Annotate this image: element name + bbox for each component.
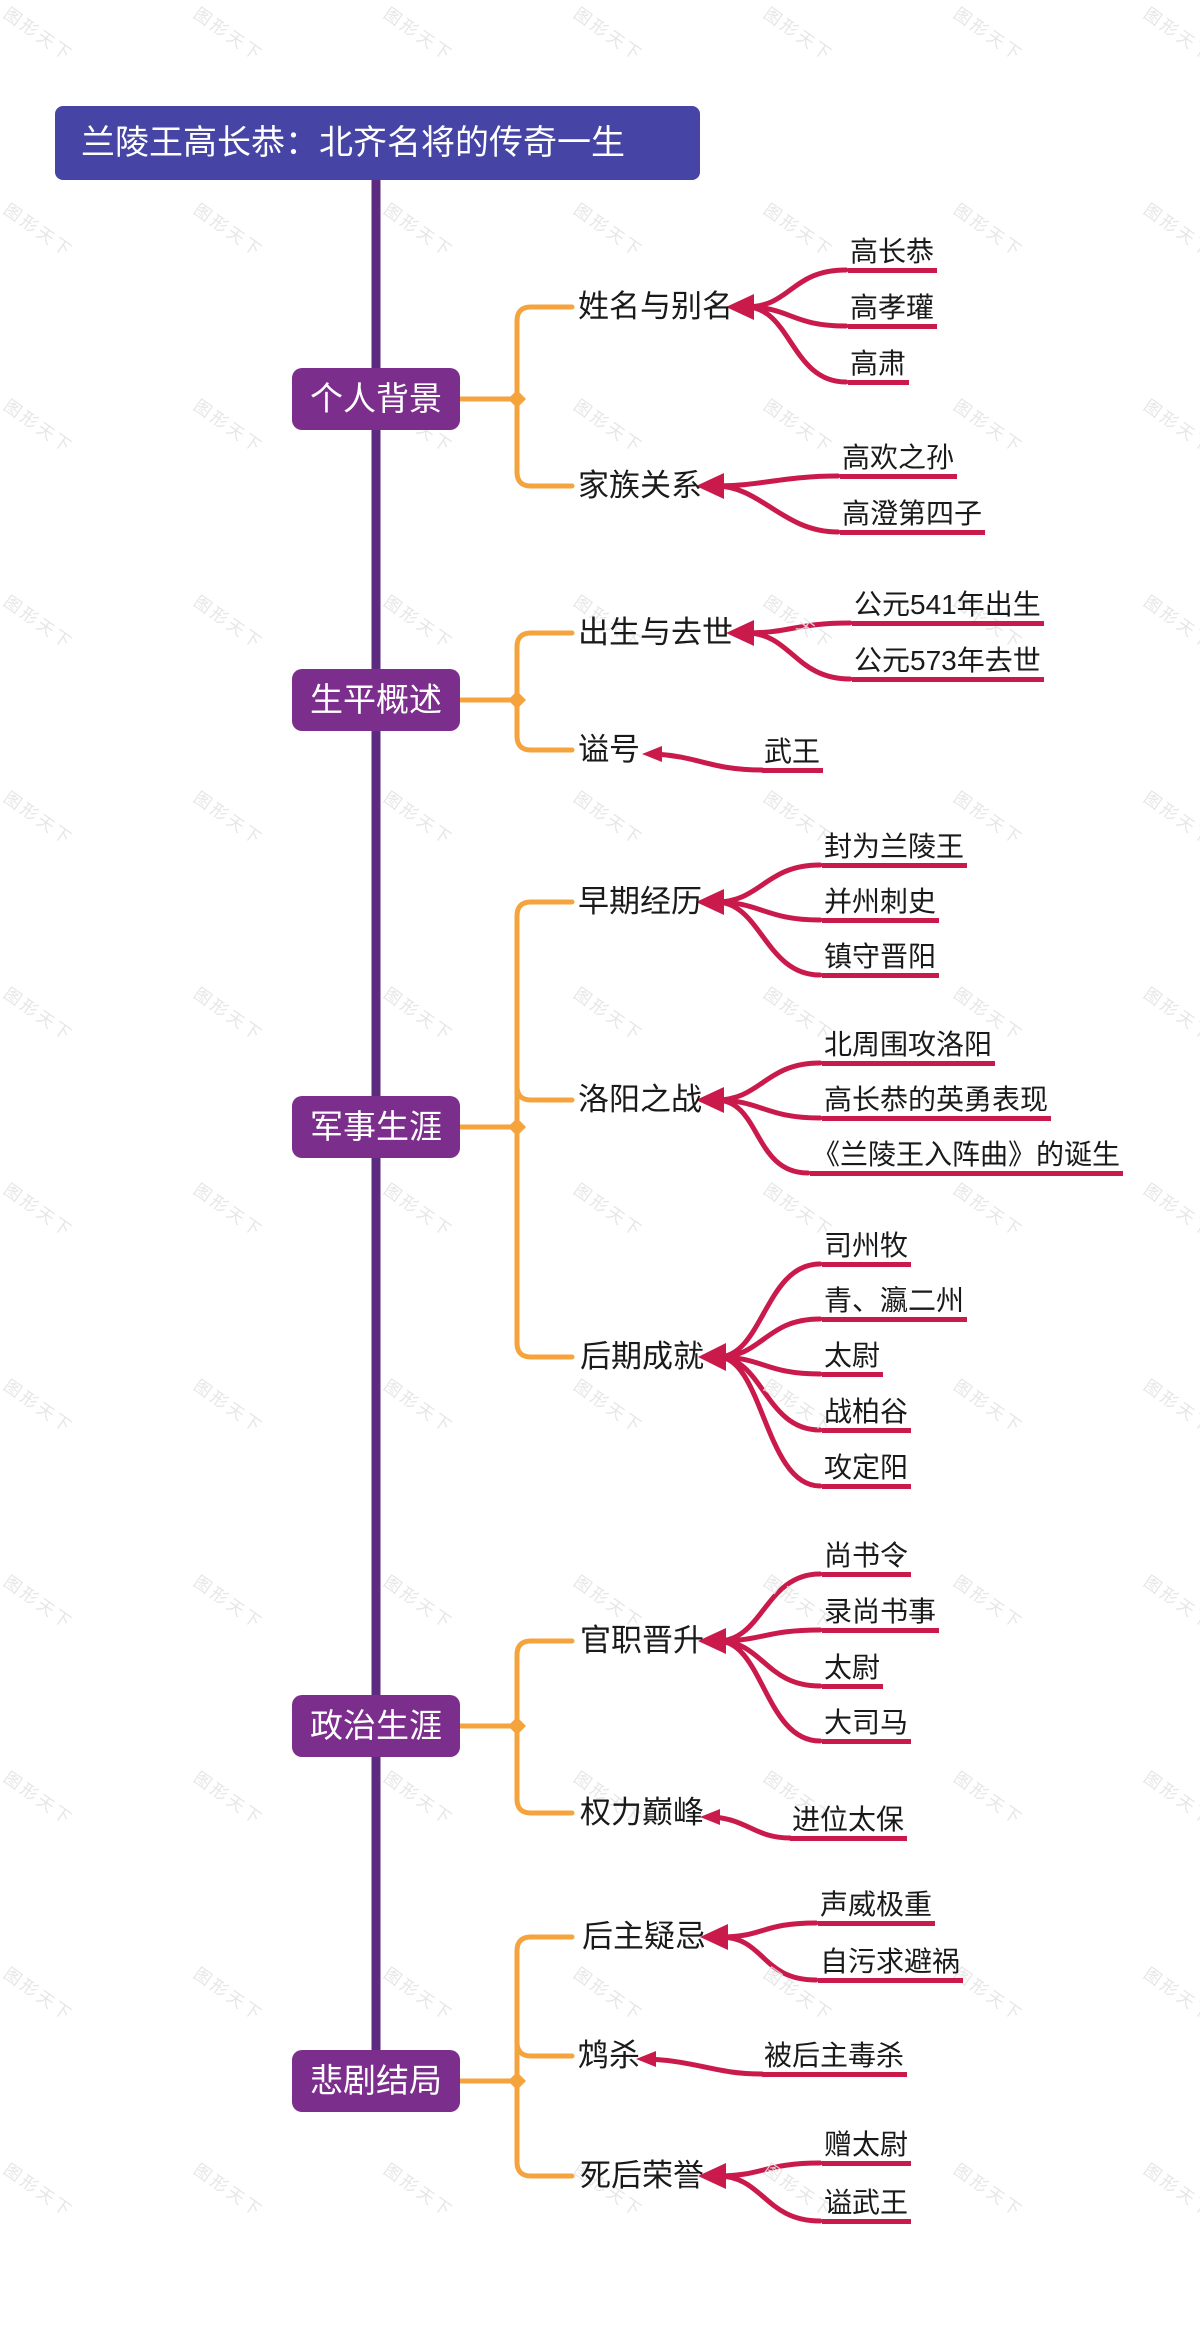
leaf-entry-song[interactable]: 《兰陵王入阵曲》的诞生 <box>810 1140 1124 1176</box>
subtopic-posthumous-honors[interactable]: 死后荣誉 <box>580 2158 704 2193</box>
subtopic-poisoning[interactable]: 鸩杀 <box>578 2038 640 2073</box>
leaf-brave-performance[interactable]: 高长恭的英勇表现 <box>822 1085 1052 1121</box>
subtopic-luoyang-battle[interactable]: 洛阳之战 <box>578 1082 702 1117</box>
leaf-fourth-son-gaocheng[interactable]: 高澄第四子 <box>840 499 986 535</box>
subtopic-family[interactable]: 家族关系 <box>578 468 702 503</box>
leaf-taiwei-political[interactable]: 太尉 <box>822 1653 884 1689</box>
subtopic-early-career[interactable]: 早期经历 <box>578 884 702 919</box>
topic-life-overview[interactable]: 生平概述 <box>292 669 460 731</box>
topic-personal-background[interactable]: 个人背景 <box>292 368 460 430</box>
orange-branches <box>458 304 575 2179</box>
leaf-lu-shangshushi[interactable]: 录尚书事 <box>822 1597 940 1633</box>
leaf-sizhou-governor[interactable]: 司州牧 <box>822 1231 912 1267</box>
leaf-grandson-gaohuan[interactable]: 高欢之孙 <box>840 443 958 479</box>
leaf-taibao[interactable]: 进位太保 <box>790 1805 908 1841</box>
leaf-died-573[interactable]: 公元573年去世 <box>852 646 1044 682</box>
leaf-attack-dingyang[interactable]: 攻定阳 <box>822 1453 912 1489</box>
leaf-born-541[interactable]: 公元541年出生 <box>852 590 1044 626</box>
topic-political-career[interactable]: 政治生涯 <box>292 1695 460 1757</box>
leaf-dasima[interactable]: 大司马 <box>822 1708 912 1744</box>
subtopic-posthumous[interactable]: 谥号 <box>578 732 640 767</box>
subtopic-emperor-suspicion[interactable]: 后主疑忌 <box>582 1919 706 1954</box>
leaf-posthumous-king-wu[interactable]: 谥武王 <box>822 2188 912 2224</box>
leaf-titled-lanling[interactable]: 封为兰陵王 <box>822 832 968 868</box>
leaf-granted-taiwei[interactable]: 赠太尉 <box>822 2130 912 2166</box>
crimson-curves <box>647 267 853 2224</box>
crimson-arrowheads <box>636 294 754 2189</box>
leaf-qing-ying-states[interactable]: 青、瀛二州 <box>822 1286 968 1322</box>
leaf-gao-changgong[interactable]: 高长恭 <box>848 237 938 273</box>
leaf-gao-xiaoguan[interactable]: 高孝瓘 <box>848 293 938 329</box>
leaf-guard-jinyang[interactable]: 镇守晋阳 <box>822 942 940 978</box>
leaf-self-defame[interactable]: 自污求避祸 <box>818 1947 964 1983</box>
topic-military-career[interactable]: 军事生涯 <box>292 1096 460 1158</box>
leaf-shangshuling[interactable]: 尚书令 <box>822 1541 912 1577</box>
orange-junction-diamonds <box>508 390 526 2090</box>
leaf-king-wu[interactable]: 武王 <box>762 737 824 773</box>
leaf-great-prestige[interactable]: 声威极重 <box>818 1890 936 1926</box>
leaf-poisoned-by-emperor[interactable]: 被后主毒杀 <box>762 2041 908 2077</box>
subtopic-birth-death[interactable]: 出生与去世 <box>578 615 733 650</box>
central-topic[interactable]: 兰陵王高长恭：北齐名将的传奇一生 <box>55 106 700 180</box>
subtopic-promotions[interactable]: 官职晋升 <box>580 1623 704 1658</box>
subtopic-late-achievements[interactable]: 后期成就 <box>580 1339 704 1374</box>
leaf-zhou-siege[interactable]: 北周围攻洛阳 <box>822 1030 996 1066</box>
subtopic-power-peak[interactable]: 权力巅峰 <box>580 1795 704 1830</box>
subtopic-names[interactable]: 姓名与别名 <box>578 289 733 324</box>
leaf-gao-su[interactable]: 高肃 <box>848 349 910 385</box>
leaf-bingzhou-governor[interactable]: 并州刺史 <box>822 887 940 923</box>
topic-tragic-ending[interactable]: 悲剧结局 <box>292 2050 460 2112</box>
leaf-battle-baigu[interactable]: 战柏谷 <box>822 1397 912 1433</box>
leaf-taiwei-military[interactable]: 太尉 <box>822 1341 884 1377</box>
